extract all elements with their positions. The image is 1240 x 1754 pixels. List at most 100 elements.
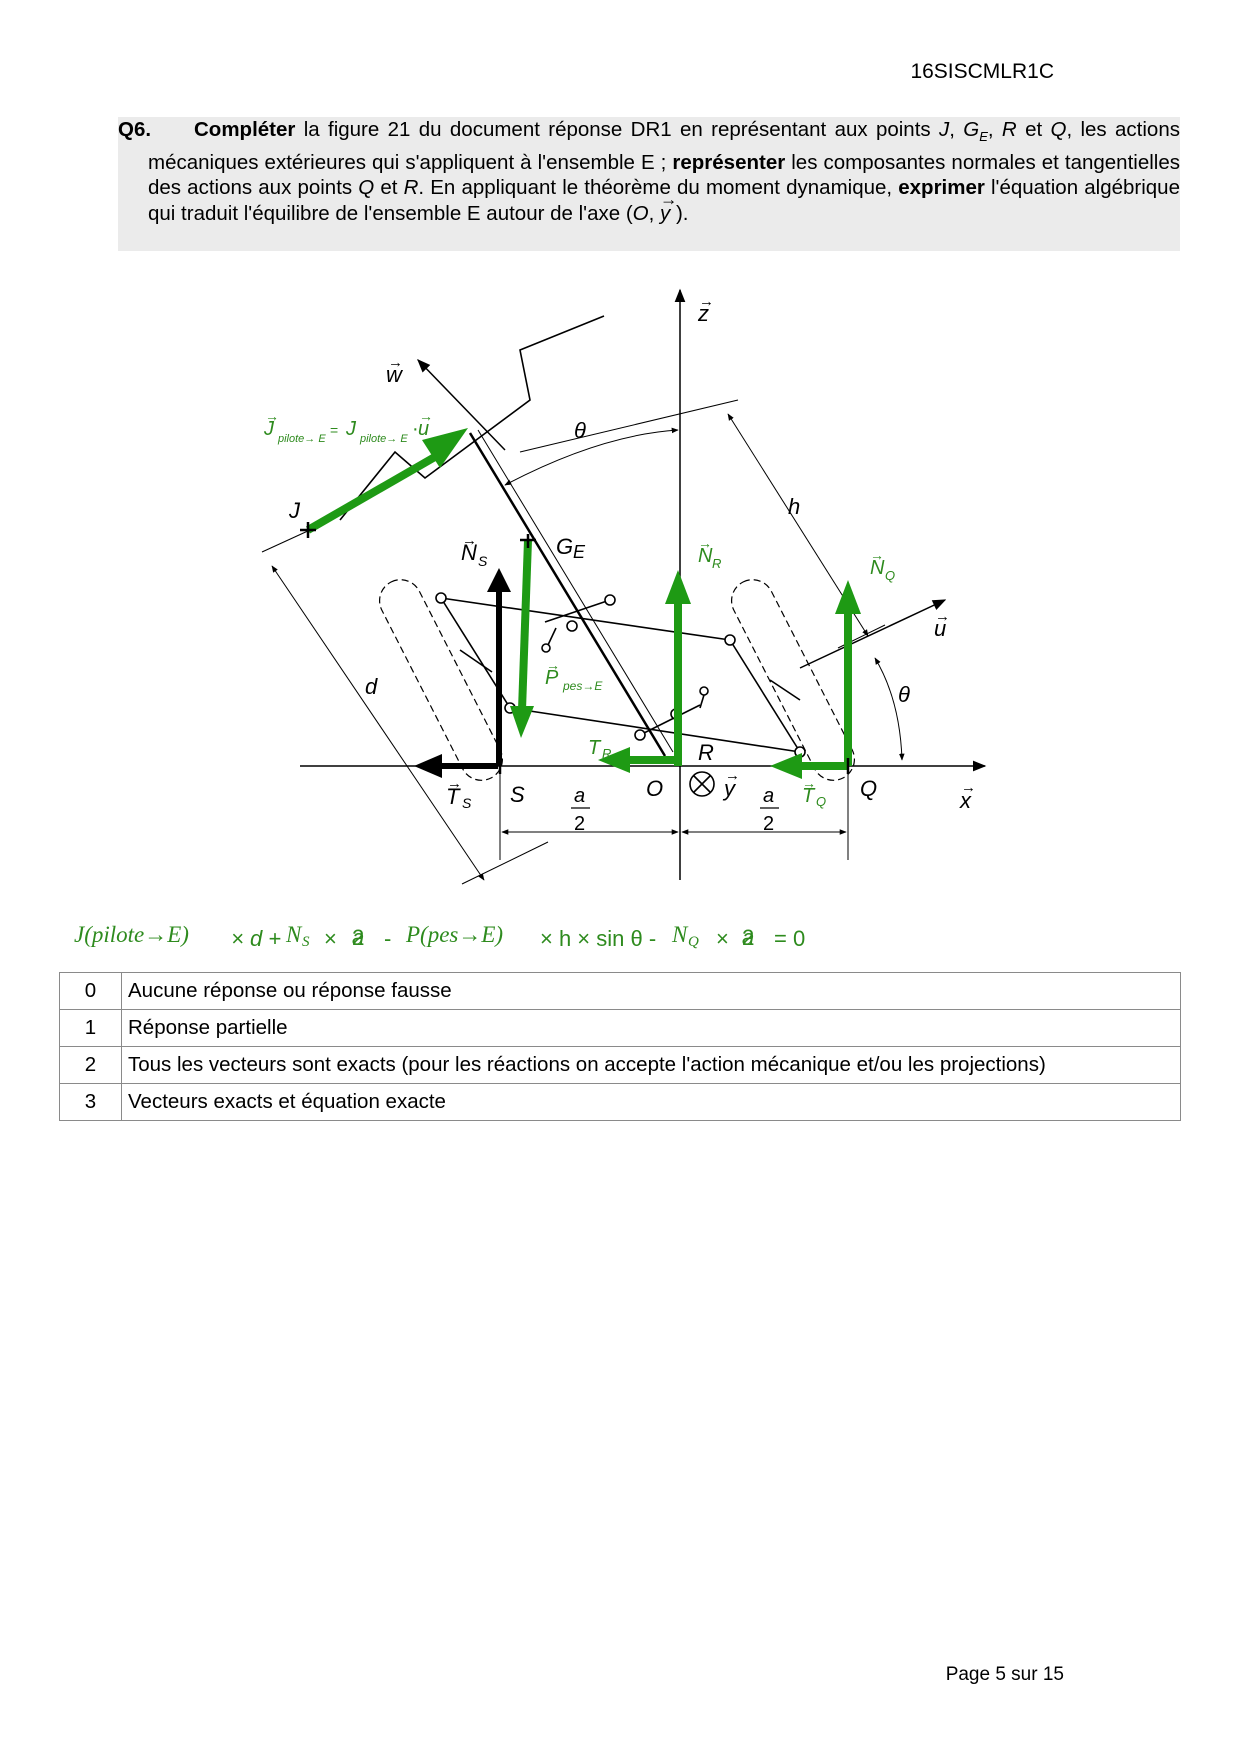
svg-text:E: E — [573, 542, 586, 562]
right-link — [729, 639, 801, 753]
axes — [300, 288, 987, 880]
svg-text:→: → — [546, 657, 560, 673]
label-y: y — [722, 776, 737, 801]
svg-text:pilote→ E: pilote→ E — [277, 433, 326, 445]
label-theta-right: θ — [898, 682, 910, 707]
svg-text:→: → — [447, 775, 462, 792]
score-cell: 3 — [59, 1083, 122, 1121]
svg-text:u: u — [418, 418, 429, 440]
label-theta-top: θ — [574, 418, 586, 443]
label-ts: T — [446, 784, 461, 809]
eq-j-term: J(pilote→E) — [74, 922, 189, 947]
label-x: x — [959, 788, 972, 813]
mid-link — [544, 599, 611, 623]
w-axis — [417, 359, 506, 451]
svg-text:=: = — [330, 422, 338, 438]
label-w: w — [386, 362, 404, 387]
handlebar-outline — [339, 315, 605, 521]
svg-text:→: → — [462, 532, 477, 549]
svg-text:→: → — [725, 767, 740, 784]
label-q: Q — [860, 776, 877, 801]
label-p: P — [545, 667, 559, 689]
label-j-pilote-relation: J → pilote→ E = J pilote→ E · u → — [263, 408, 433, 445]
vector-y-symbol: y — [660, 187, 678, 227]
svg-text:→: → — [265, 408, 279, 424]
question-box: Q6. Compléter la figure 21 du document r… — [118, 117, 1180, 251]
criteria-cell: Réponse partielle — [121, 1009, 1181, 1047]
label-d: d — [365, 674, 378, 699]
svg-text:pes→E: pes→E — [562, 679, 603, 693]
label-tr: T — [588, 737, 602, 759]
eq-equals-zero: = 0 — [774, 926, 806, 951]
lower-mid-link — [639, 704, 701, 736]
theta-top-arc — [504, 427, 679, 486]
criteria-cell: Vecteurs exacts et équation exacte — [121, 1083, 1181, 1121]
tr-force-arrow — [598, 747, 678, 773]
score-cell: 0 — [59, 972, 122, 1010]
label-h: h — [788, 494, 800, 519]
svg-text:Q: Q — [816, 794, 826, 809]
frame — [339, 315, 806, 758]
svg-text:J: J — [263, 418, 275, 440]
eq-nq: N — [672, 922, 688, 947]
table-row: 0 Aucune réponse ou réponse fausse — [59, 972, 1181, 1010]
eq-times-d: × d + — [231, 926, 282, 951]
steering-column — [468, 432, 667, 757]
table-row: 3 Vecteurs exacts et équation exacte — [59, 1083, 1181, 1121]
criteria-cell: Aucune réponse ou réponse fausse — [121, 972, 1181, 1010]
label-a-right-num: a — [763, 785, 774, 807]
label-j: J — [288, 498, 301, 523]
criteria-cell: Tous les vecteurs sont exacts (pour les … — [121, 1046, 1181, 1084]
question-text: Compléter la figure 21 du document répon… — [148, 117, 1180, 226]
svg-text:→: → — [961, 779, 976, 796]
svg-text:→: → — [388, 354, 403, 371]
y-axis-into-page-symbol — [689, 771, 715, 797]
d-dimension — [271, 565, 485, 881]
nq-force-arrow — [835, 580, 861, 766]
ts-arrow-head — [414, 754, 442, 778]
svg-text:S: S — [462, 795, 472, 811]
question-number: Q6. — [118, 118, 152, 141]
label-ge: G — [556, 534, 573, 559]
eq-h-sin: × h × sin θ - — [540, 926, 657, 951]
page-number: Page 5 sur 15 — [945, 1664, 1064, 1685]
label-tq: T — [802, 785, 816, 807]
label-a-left-num: a — [574, 785, 585, 807]
green-forces — [306, 428, 861, 779]
keyword-exprimer: exprimer — [898, 176, 985, 200]
force-at-S — [414, 568, 511, 778]
j-pilote-force-arrow — [306, 428, 468, 534]
tq-force-arrow — [770, 753, 848, 779]
ts-arrow-shaft — [440, 763, 498, 769]
figure-labels: z → w → u → x → y → θ θ h d J G E S O Q … — [288, 293, 976, 835]
eq-minus-1: - — [384, 926, 392, 951]
svg-text:S: S — [478, 553, 488, 569]
label-u: u — [934, 616, 946, 641]
eq-ns: N — [286, 922, 302, 947]
svg-text:→: → — [935, 608, 950, 625]
keyword-completer: Compléter — [194, 118, 296, 141]
svg-text:pilote→ E: pilote→ E — [359, 433, 408, 445]
eq-times-2: × — [716, 926, 729, 951]
point-markers — [300, 522, 850, 774]
label-z: z — [697, 301, 709, 326]
svg-text:→: → — [699, 293, 714, 310]
svg-text:R: R — [712, 556, 721, 571]
figure-21-diagram: z → w → u → x → y → θ θ h d J G E S O Q … — [261, 288, 987, 885]
ns-arrow-head — [487, 568, 511, 592]
svg-text:J: J — [345, 418, 357, 440]
label-nr: N — [698, 545, 713, 567]
table-row: 1 Réponse partielle — [59, 1009, 1181, 1047]
svg-text:Q: Q — [885, 568, 895, 583]
svg-text:·: · — [412, 418, 419, 440]
green-labels: N → R N → Q T R T → Q P → pes→E J → pilo… — [263, 408, 895, 809]
label-r: R — [698, 740, 714, 765]
p-pes-force-arrow — [510, 539, 534, 738]
upper-arm — [440, 597, 731, 641]
grading-table: 0 Aucune réponse ou réponse fausse 1 Rép… — [59, 972, 1181, 1121]
label-a-right-den: 2 — [763, 813, 774, 835]
dimension-lines — [261, 399, 905, 885]
lower-arm — [509, 707, 801, 753]
svg-text:→: → — [802, 775, 816, 791]
svg-text:→: → — [419, 408, 433, 424]
